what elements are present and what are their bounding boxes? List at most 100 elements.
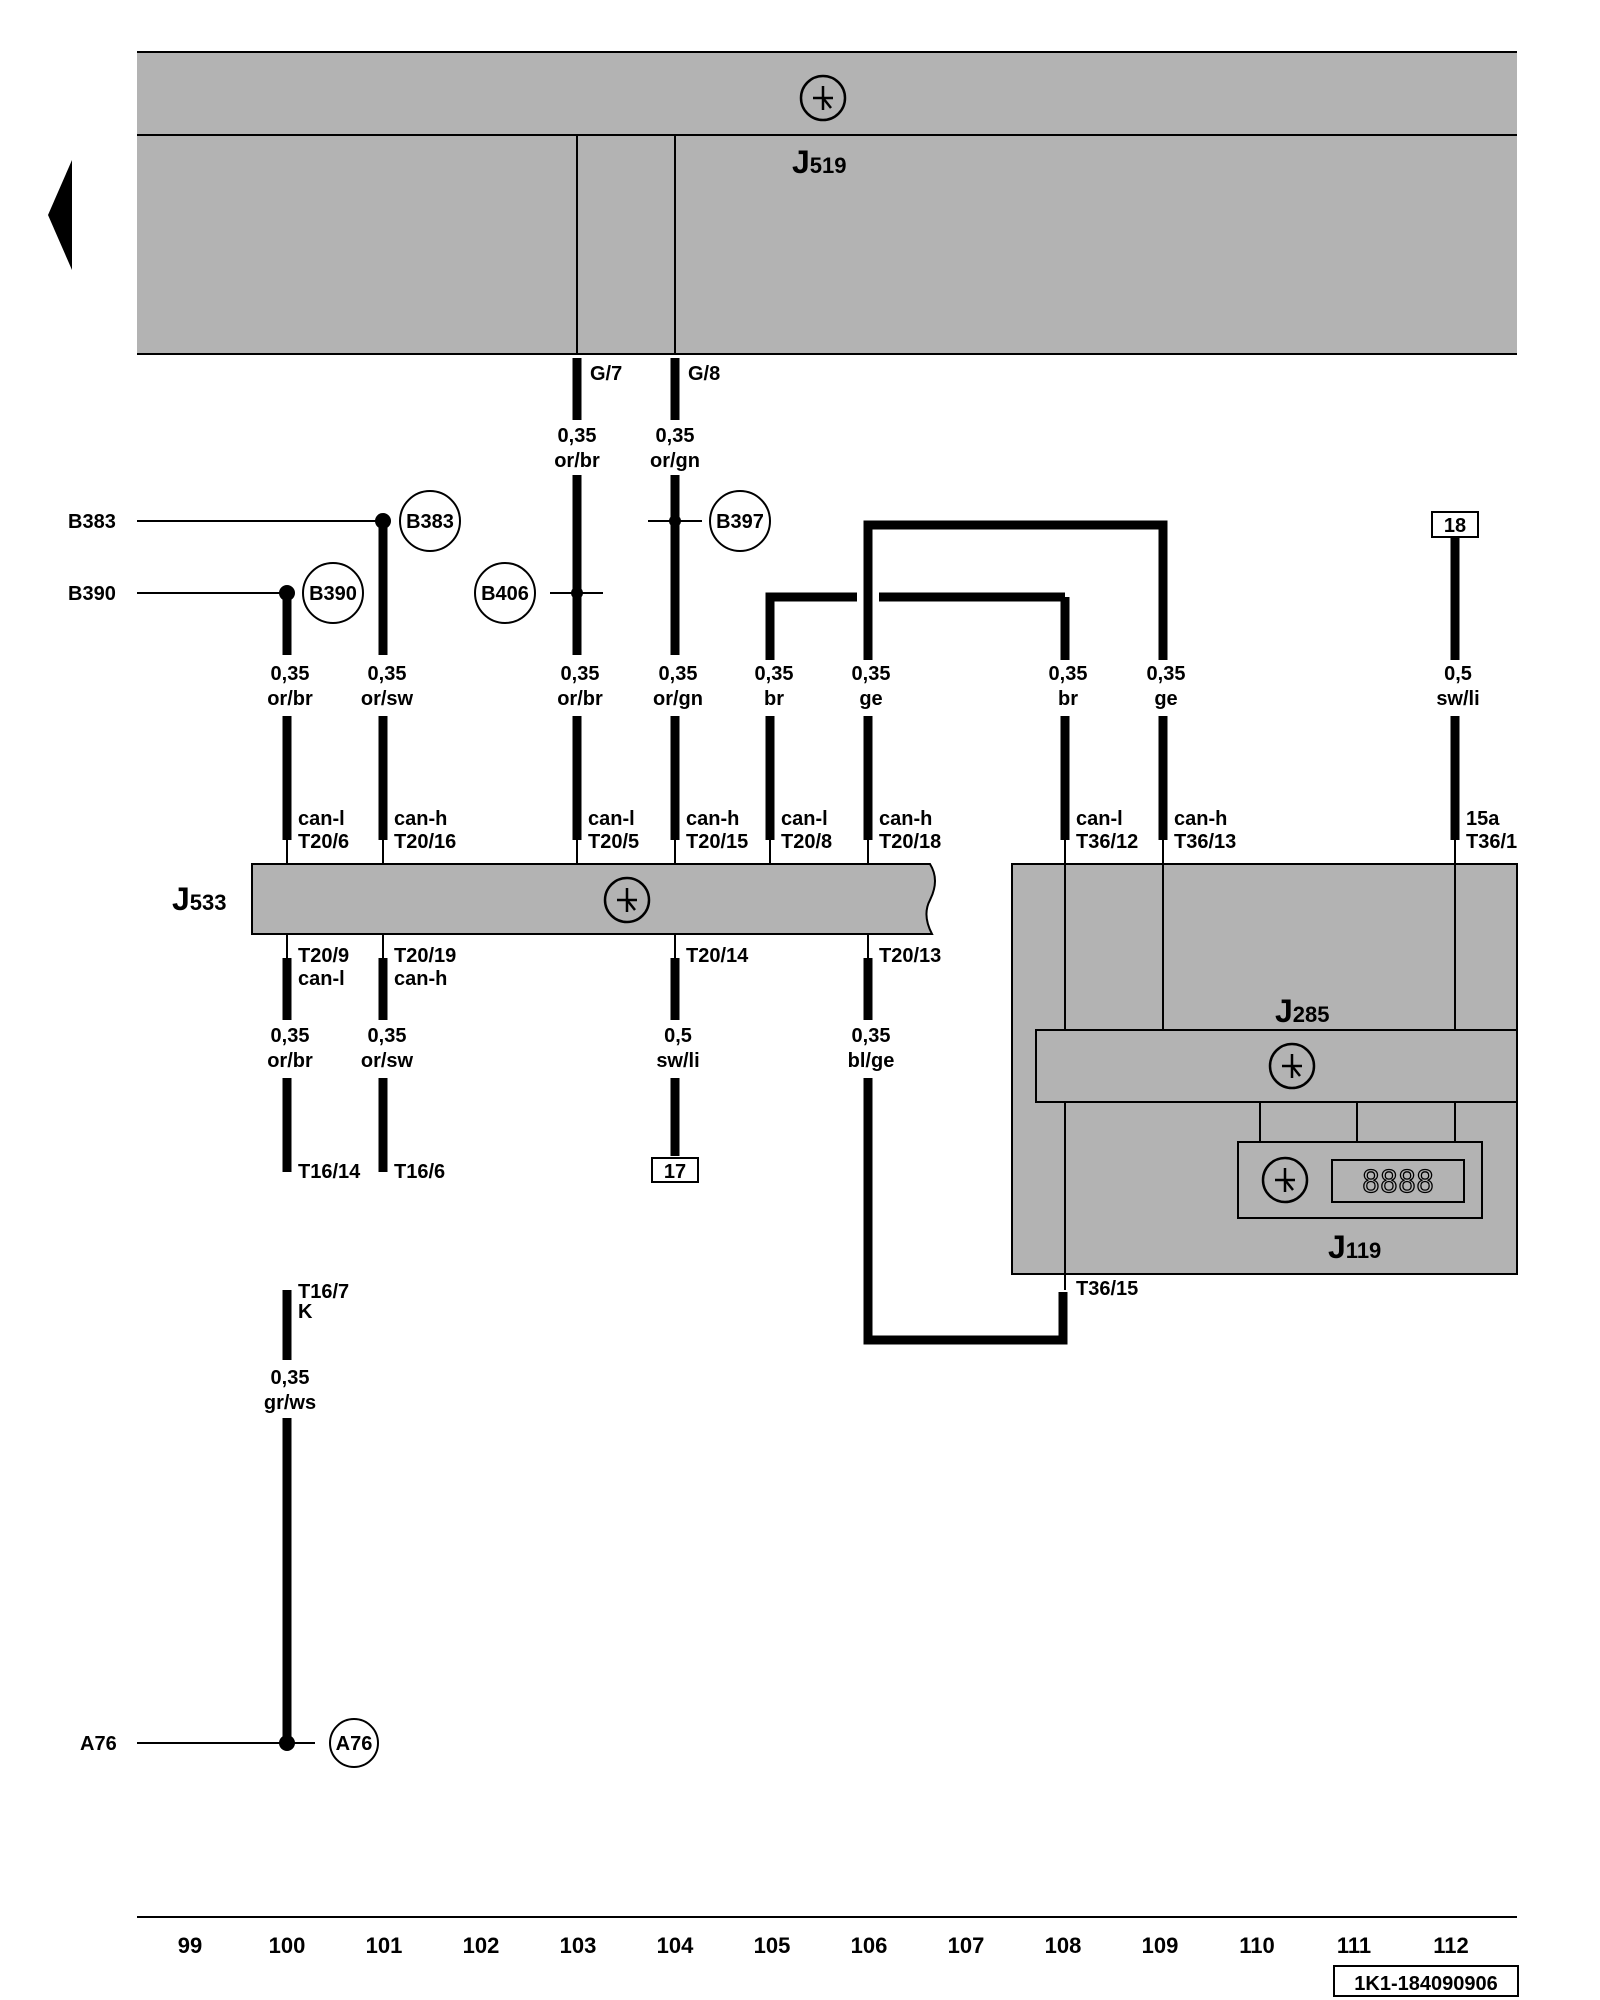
svg-text:or/br: or/br bbox=[267, 1050, 313, 1072]
svg-text:0,35: 0,35 bbox=[656, 425, 695, 447]
splice-b406: B406 bbox=[474, 562, 603, 624]
svg-text:T16/14: T16/14 bbox=[298, 1161, 361, 1183]
svg-text:0,35: 0,35 bbox=[271, 663, 310, 685]
svg-text:B406: B406 bbox=[481, 583, 529, 605]
svg-text:br: br bbox=[1058, 688, 1078, 710]
module-dash: J285 8888 J119 bbox=[1011, 840, 1518, 1290]
display-digits: 8888 bbox=[1362, 1165, 1434, 1200]
svg-text:0,35: 0,35 bbox=[852, 1025, 891, 1047]
axis-label: 100 bbox=[269, 1933, 306, 1958]
j533-top-pins bbox=[286, 840, 869, 864]
svg-text:B397: B397 bbox=[716, 511, 764, 533]
svg-text:T20/18: T20/18 bbox=[879, 831, 941, 853]
svg-text:or/br: or/br bbox=[554, 450, 600, 472]
svg-text:0,35: 0,35 bbox=[368, 663, 407, 685]
svg-text:T20/15: T20/15 bbox=[686, 831, 748, 853]
svg-text:A76: A76 bbox=[80, 1733, 117, 1755]
svg-text:can-l: can-l bbox=[298, 808, 345, 830]
svg-text:B383: B383 bbox=[68, 511, 116, 533]
top-wires bbox=[572, 358, 680, 655]
svg-text:T20/14: T20/14 bbox=[686, 945, 749, 967]
svg-text:ge: ge bbox=[1154, 688, 1177, 710]
svg-text:17: 17 bbox=[664, 1161, 686, 1183]
svg-text:can-h: can-h bbox=[394, 968, 447, 990]
svg-text:can-h: can-h bbox=[879, 808, 932, 830]
axis-label: 110 bbox=[1239, 1933, 1275, 1958]
ref-17[interactable]: 17 bbox=[651, 1157, 699, 1183]
j533-label: J533 bbox=[172, 881, 227, 917]
svg-text:0,35: 0,35 bbox=[1147, 663, 1186, 685]
axis-label: 104 bbox=[657, 1933, 694, 1958]
svg-text:0,35: 0,35 bbox=[561, 663, 600, 685]
ref-18[interactable]: 18 bbox=[1431, 511, 1479, 538]
j533-bottom-pin-labels: T20/9 can-l T20/19 can-h T20/14 T20/13 bbox=[298, 945, 941, 990]
splice-b383: B383 B383 bbox=[68, 490, 461, 552]
axis-label: 103 bbox=[560, 1933, 597, 1958]
svg-text:bl/ge: bl/ge bbox=[848, 1050, 895, 1072]
svg-text:T20/16: T20/16 bbox=[394, 831, 456, 853]
gateway-icon bbox=[603, 876, 651, 924]
svg-text:T36/12: T36/12 bbox=[1076, 831, 1138, 853]
svg-text:T20/19: T20/19 bbox=[394, 945, 456, 967]
svg-text:0,35: 0,35 bbox=[558, 425, 597, 447]
svg-text:B390: B390 bbox=[309, 583, 357, 605]
instrument-icon bbox=[1268, 1042, 1316, 1090]
splice-b397: B397 bbox=[648, 490, 771, 552]
pins-j519: G/7 G/8 bbox=[590, 363, 720, 385]
dash-pin-labels: can-l T36/12 can-h T36/13 15a T36/1 bbox=[1076, 808, 1517, 853]
svg-text:0,5: 0,5 bbox=[664, 1025, 692, 1047]
axis-label: 109 bbox=[1142, 1933, 1179, 1958]
j119-label: J119 bbox=[1328, 1229, 1381, 1265]
svg-text:can-l: can-l bbox=[781, 808, 828, 830]
display-icon bbox=[1261, 1156, 1309, 1204]
control-unit-icon bbox=[799, 74, 847, 122]
module-j519: J519 bbox=[137, 51, 1517, 355]
svg-text:can-h: can-h bbox=[394, 808, 447, 830]
svg-text:0,35: 0,35 bbox=[659, 663, 698, 685]
svg-text:18: 18 bbox=[1444, 515, 1466, 537]
svg-text:ge: ge bbox=[859, 688, 882, 710]
axis-label: 111 bbox=[1337, 1933, 1371, 1958]
svg-text:T20/6: T20/6 bbox=[298, 831, 349, 853]
svg-text:0,35: 0,35 bbox=[271, 1367, 310, 1389]
svg-text:B390: B390 bbox=[68, 583, 116, 605]
svg-text:or/gn: or/gn bbox=[653, 688, 703, 710]
svg-text:T20/9: T20/9 bbox=[298, 945, 349, 967]
svg-text:T20/13: T20/13 bbox=[879, 945, 941, 967]
pin-g7: G/7 bbox=[590, 363, 622, 385]
svg-text:can-l: can-l bbox=[588, 808, 635, 830]
svg-text:T20/8: T20/8 bbox=[781, 831, 832, 853]
module-j533: J533 bbox=[172, 863, 936, 935]
svg-text:T16/6: T16/6 bbox=[394, 1161, 445, 1183]
wire-labels-mid: 0,35 or/br 0,35 or/sw 0,35 or/br 0,35 or… bbox=[267, 663, 1479, 710]
svg-text:0,5: 0,5 bbox=[1444, 663, 1472, 685]
svg-text:K: K bbox=[298, 1301, 313, 1323]
splice-a76: A76 A76 bbox=[80, 1718, 379, 1768]
low-wires bbox=[282, 958, 1068, 1345]
svg-text:A76: A76 bbox=[336, 1733, 373, 1755]
svg-text:or/br: or/br bbox=[267, 688, 313, 710]
svg-text:T36/15: T36/15 bbox=[1076, 1278, 1138, 1300]
svg-text:0,35: 0,35 bbox=[368, 1025, 407, 1047]
wire-labels-low: 0,35 or/br 0,35 or/sw 0,5 sw/li 0,35 bl/… bbox=[267, 1025, 894, 1072]
svg-text:sw/li: sw/li bbox=[656, 1050, 699, 1072]
axis-label: 112 bbox=[1433, 1933, 1469, 1958]
svg-text:T36/1: T36/1 bbox=[1466, 831, 1517, 853]
back-arrow-icon[interactable] bbox=[48, 160, 72, 270]
svg-text:B383: B383 bbox=[406, 511, 454, 533]
t16-7-labels: T16/7 K 0,35 gr/ws bbox=[264, 1281, 349, 1414]
j285-label: J285 bbox=[1275, 993, 1330, 1029]
axis-label: 107 bbox=[948, 1933, 985, 1958]
pin-g8: G/8 bbox=[688, 363, 720, 385]
wire-labels-top: 0,35 or/br 0,35 or/gn bbox=[554, 425, 700, 472]
j519-label: J519 bbox=[792, 144, 847, 180]
axis-label: 99 bbox=[178, 1933, 202, 1958]
j533-top-pin-labels: can-l T20/6 can-h T20/16 can-l T20/5 can… bbox=[298, 808, 941, 853]
svg-text:T20/5: T20/5 bbox=[588, 831, 639, 853]
t16-labels: T16/14 T16/6 T36/15 bbox=[298, 1161, 1138, 1300]
svg-text:1K1-184090906: 1K1-184090906 bbox=[1354, 1973, 1497, 1995]
svg-text:or/sw: or/sw bbox=[361, 1050, 414, 1072]
